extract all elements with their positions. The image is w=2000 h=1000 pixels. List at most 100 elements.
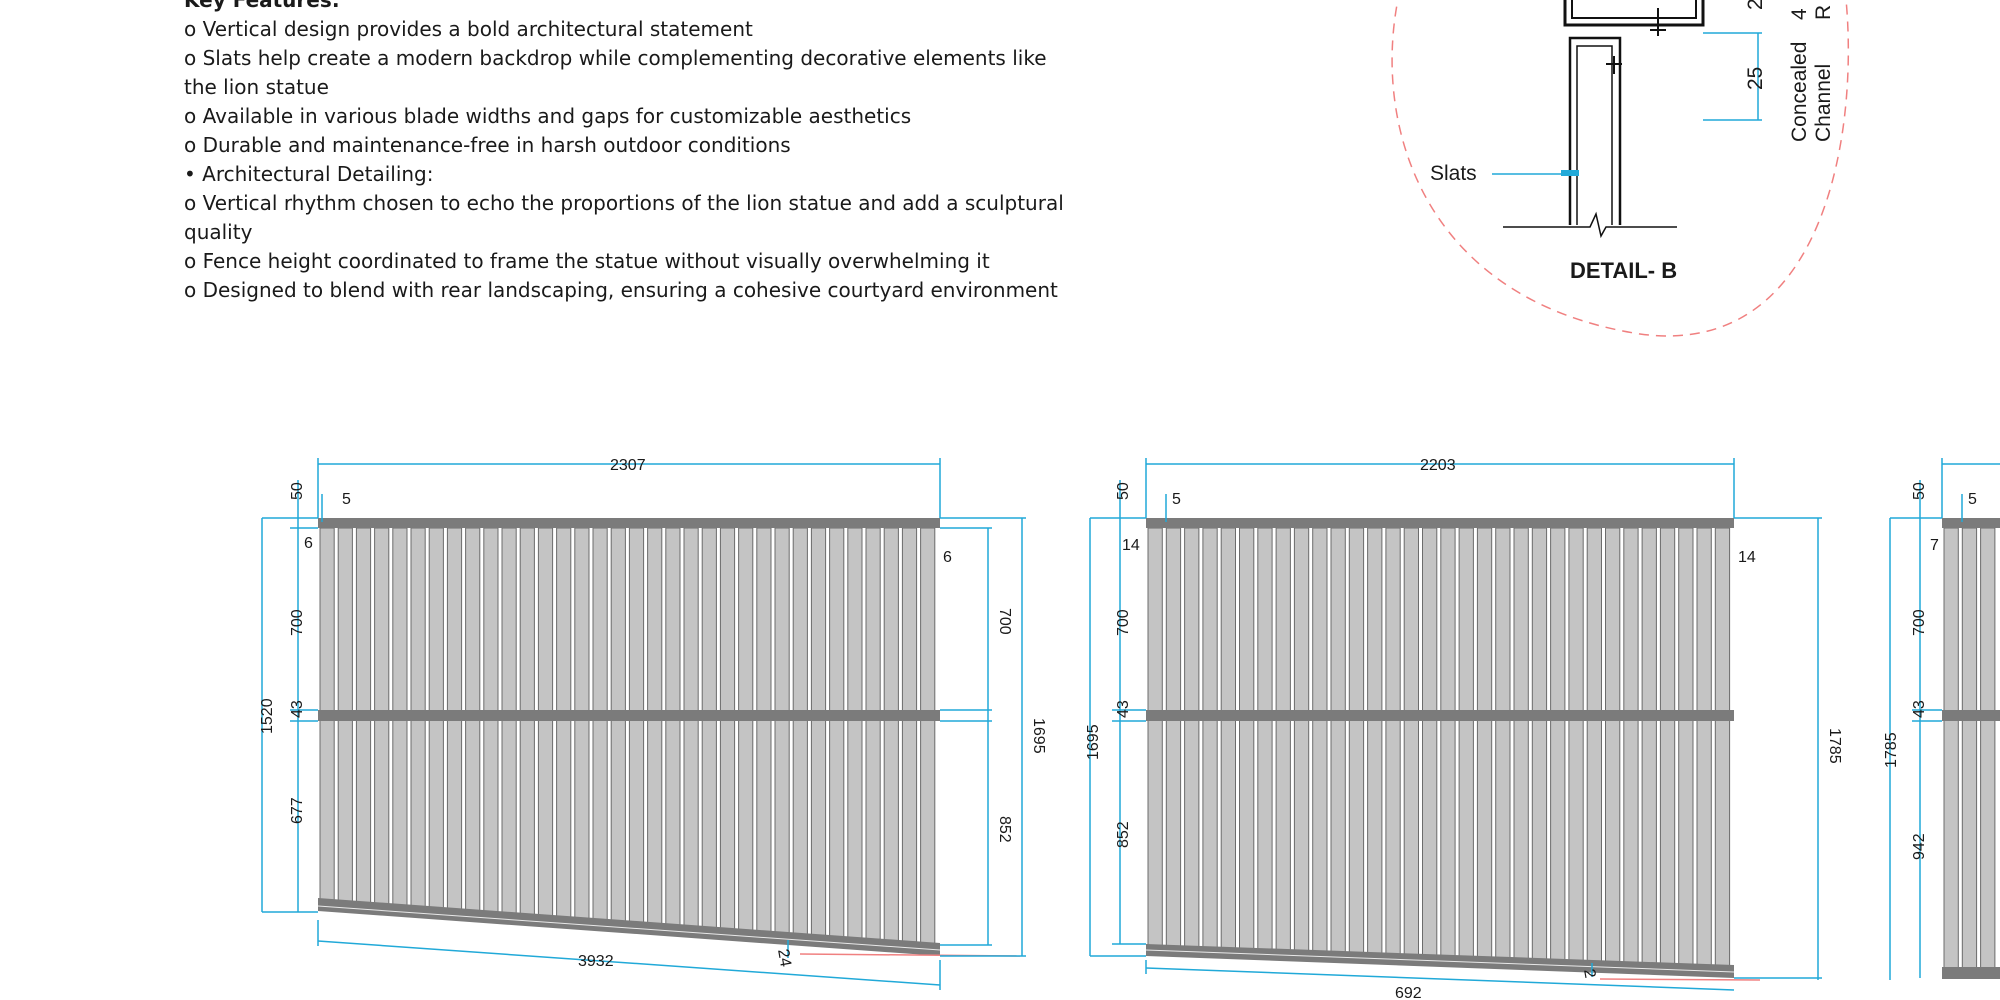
middle-rail <box>1942 710 2000 721</box>
top-rail-section <box>1563 0 1705 27</box>
fence-slat <box>574 527 590 920</box>
total-height-right-label: 1695 <box>1030 718 1047 754</box>
fence-slat <box>847 527 863 939</box>
fence-slat <box>883 527 899 942</box>
slat-top-label: 5 <box>342 491 351 508</box>
fence-slat <box>665 527 681 926</box>
width-label: 2203 <box>1420 457 1456 474</box>
detail-b: Slats 25 2 Concealed Channel 4 R DETAIL-… <box>1391 0 1850 337</box>
fence-slat <box>1422 527 1438 957</box>
red-guide <box>1599 978 1761 981</box>
fence-slat <box>1385 527 1401 955</box>
fence-slat <box>1220 527 1236 950</box>
bottom-rail-highlight <box>317 905 941 951</box>
detailing-heading: • Architectural Detailing: <box>184 162 434 186</box>
fence-elevation-3: 50 5 7 700 43 942 1785 <box>1883 458 2000 980</box>
fence-slat <box>1476 527 1493 958</box>
fence-slat <box>1568 527 1584 962</box>
feature-line: o Durable and maintenance-free in harsh … <box>184 133 791 157</box>
middle-rail <box>318 710 940 721</box>
slope-length-label: 3932 <box>578 953 614 970</box>
channel-outline <box>1568 36 1622 225</box>
middle-rail <box>1146 710 1734 721</box>
fence-slat <box>719 527 736 930</box>
bottom-rail <box>318 898 940 956</box>
fence-slat <box>628 527 645 923</box>
fence-slat <box>792 527 808 935</box>
fence-slat <box>774 527 790 934</box>
lower-panel-right-label: 852 <box>996 816 1013 843</box>
top-rail <box>1942 518 2000 528</box>
fence-slat <box>901 527 918 943</box>
mid-rail-label: 43 <box>289 700 306 718</box>
top-rail-inner <box>1571 0 1697 19</box>
fence-slat <box>1641 527 1657 964</box>
fence-slat <box>1586 527 1602 962</box>
total-height-left-label: 1520 <box>259 698 276 734</box>
detail-b-title: DETAIL- B <box>1570 258 1677 283</box>
lower-panel-left-label: 942 <box>1911 833 1928 860</box>
fence-slat <box>1330 527 1346 953</box>
dim-partial-label: 2 <box>1744 0 1767 10</box>
upper-panel-right-label: 700 <box>996 608 1013 635</box>
fence-slat <box>1348 527 1365 954</box>
channel-label: Channel <box>1812 64 1835 142</box>
mid-rail-label: 43 <box>1115 700 1132 718</box>
feature-line: o Slats help create a modern backdrop wh… <box>184 46 1047 99</box>
fence-slat <box>556 527 572 918</box>
feature-line: o Vertical rhythm chosen to echo the pro… <box>184 191 1064 244</box>
fence-slat <box>920 527 936 944</box>
left-edge-label: 7 <box>1930 537 1939 554</box>
fence-slat <box>1980 527 1996 969</box>
slat-top-label: 5 <box>1172 491 1181 508</box>
fence-elevation-2: 2203 50 5 14 700 43 852 1695 14 1785 692… <box>1085 457 1843 1000</box>
fence-slat <box>610 527 626 922</box>
top-rail <box>1146 518 1734 528</box>
fence-slat <box>1293 527 1310 952</box>
fence-slat <box>1623 527 1639 963</box>
fence-slat <box>1659 527 1676 965</box>
key-features-heading: Key Features: <box>184 0 340 12</box>
fence-slat <box>1696 527 1712 966</box>
lower-panel-left-label: 677 <box>289 797 306 824</box>
fence-slat <box>1275 527 1291 952</box>
total-height-left-label: 1695 <box>1085 724 1102 760</box>
total-height-left-label: 1785 <box>1883 732 1900 768</box>
slat-group <box>1943 527 1996 969</box>
detail-circle <box>1391 0 1850 337</box>
right-edge-label: 14 <box>1738 549 1756 566</box>
fence-slat <box>1943 527 1959 969</box>
fence-slat <box>1312 527 1328 953</box>
fence-slat <box>537 527 554 917</box>
slope-offset-label: 2 <box>1580 968 1598 980</box>
dim-4-label: 4 <box>1788 8 1811 20</box>
fence-slat <box>1550 527 1566 961</box>
fence-slat <box>1605 527 1621 963</box>
top-gap-label: 50 <box>289 482 306 500</box>
top-gap-label: 50 <box>1911 482 1928 500</box>
feature-line: o Available in various blade widths and … <box>184 104 912 128</box>
fence-slat <box>1202 527 1218 949</box>
bottom-rail-highlight <box>1145 949 1735 973</box>
slope-length-label: 692 <box>1395 985 1422 1000</box>
fence-slat <box>1403 527 1419 956</box>
slat-group <box>319 527 936 944</box>
slat-group <box>1147 527 1731 967</box>
slope-offset-label: 24 <box>774 948 794 969</box>
fence-slat <box>1184 527 1200 948</box>
top-rail <box>318 518 940 528</box>
fence-slat <box>701 527 717 929</box>
upper-panel-left-label: 700 <box>1115 609 1132 636</box>
fence-slat <box>592 527 608 921</box>
slat-top-label: 5 <box>1968 491 1977 508</box>
key-features-notes: Key Features: o Vertical design provides… <box>184 0 1064 305</box>
concealed-label: Concealed <box>1788 42 1811 142</box>
fence-slat <box>756 527 772 933</box>
total-height-right-label: 1785 <box>1826 728 1843 764</box>
width-label: 2307 <box>610 457 646 474</box>
fence-slat <box>647 527 663 925</box>
upper-panel-left-label: 700 <box>289 609 306 636</box>
fence-slat <box>1239 527 1255 950</box>
lower-panel-left-label: 852 <box>1115 821 1132 848</box>
slats-label: Slats <box>1430 162 1477 185</box>
